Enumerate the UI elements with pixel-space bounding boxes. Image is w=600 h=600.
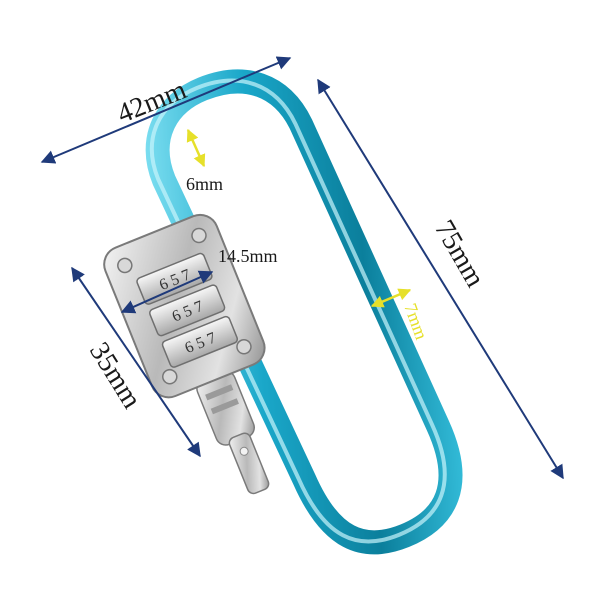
combination-lock: 6 5 7 6 5 7 6 5 7: [103, 213, 270, 495]
thickness-arrow-side: [370, 288, 412, 308]
lock-pin: [228, 432, 270, 495]
dimension-label-lock-width: 14.5mm: [218, 246, 278, 266]
thickness-label-top: 6mm: [186, 174, 223, 194]
dimension-line-height-right: [317, 78, 564, 480]
dimension-line-lock-width: [120, 270, 214, 314]
dimension-line-width: [40, 56, 292, 164]
dimension-line-height-left: [71, 266, 201, 458]
rivet-icon: [236, 338, 252, 355]
rivet-icon: [191, 227, 207, 244]
thickness-arrow-top: [186, 128, 206, 168]
dimension-label-height-right: 75mm: [428, 215, 491, 293]
